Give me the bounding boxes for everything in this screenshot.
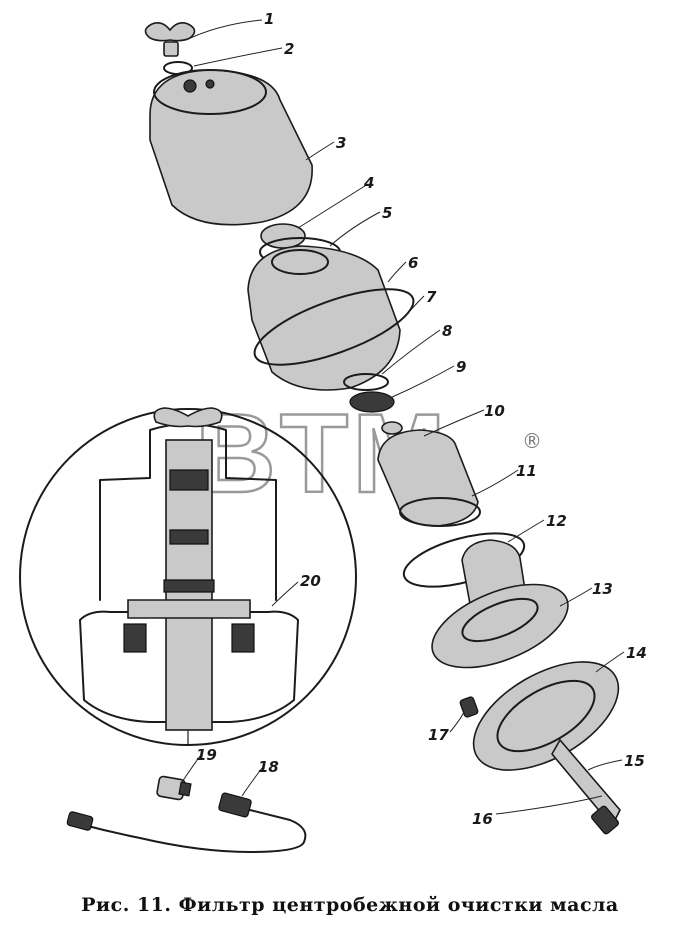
leader-lines (181, 19, 625, 815)
callout-19: 19 (196, 746, 217, 764)
part-8-bushing (343, 373, 389, 391)
sectional-inset (19, 407, 357, 746)
callout-8: 8 (442, 322, 452, 340)
part-17-plug (459, 696, 479, 718)
callout-18: 18 (258, 758, 279, 776)
watermark-registered-mark: ® (522, 429, 542, 453)
callouts: 1 2 3 4 5 6 7 8 9 10 11 12 13 14 15 16 1… (196, 10, 647, 828)
callout-12: 12 (546, 512, 567, 530)
part-9-ring-nut (349, 391, 395, 413)
part-11-gasket (399, 497, 481, 527)
callout-7: 7 (426, 288, 437, 306)
part-3-cap (149, 69, 313, 226)
callout-5: 5 (382, 204, 392, 222)
callout-2: 2 (284, 40, 294, 58)
callout-10: 10 (484, 402, 505, 420)
part-18-pipe (66, 792, 307, 853)
callout-15: 15 (624, 752, 645, 770)
part-19-fitting (156, 775, 192, 801)
callout-9: 9 (456, 358, 466, 376)
callout-4: 4 (363, 174, 374, 192)
part-6-rotor-housing (247, 245, 401, 391)
callout-17: 17 (428, 726, 449, 744)
callout-16: 16 (472, 810, 493, 828)
part-1-wing-nut (144, 22, 196, 57)
figure-caption: Рис. 11. Фильтр центробежной очистки мас… (81, 894, 619, 916)
callout-11: 11 (516, 462, 537, 480)
callout-6: 6 (408, 254, 418, 272)
part-15-16-axle (551, 738, 621, 835)
callout-13: 13 (592, 580, 613, 598)
callout-3: 3 (336, 134, 346, 152)
callout-1: 1 (264, 10, 274, 28)
part-7-seal-ring (253, 288, 415, 366)
part-13-rotor-base (431, 539, 569, 669)
callout-14: 14 (626, 644, 647, 662)
part-10-rotor-hub (377, 421, 479, 527)
callout-20: 20 (300, 572, 321, 590)
